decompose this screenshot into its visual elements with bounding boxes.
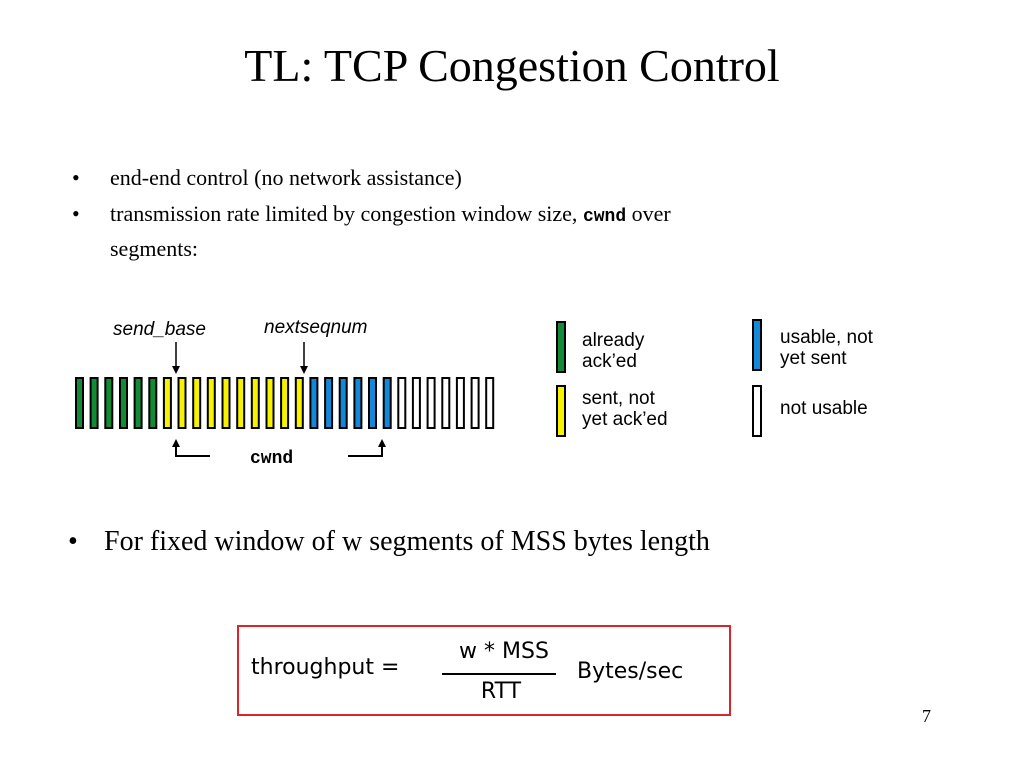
cwnd-code: cwnd	[582, 207, 627, 227]
send-base-label: send_base	[113, 319, 206, 340]
legend-item-not-usable: not usable	[752, 385, 868, 437]
segment-sent	[280, 377, 290, 429]
bullet-text: end-end control (no network assistance)	[110, 165, 462, 190]
bullet-list: • end-end control (no network assistance…	[68, 162, 888, 269]
segment-sent	[294, 377, 304, 429]
legend-label-line2: yet sent	[780, 348, 847, 369]
bullet-text-tail: over	[626, 201, 671, 226]
cwnd-right-arrow	[348, 439, 386, 457]
formula-unit: Bytes/sec	[577, 659, 684, 684]
sliding-window-diagram: send_base nextseqnum cwnd	[75, 317, 495, 469]
bullet-marker: •	[72, 165, 80, 190]
cwnd-label: cwnd	[250, 449, 293, 469]
segment-not-usable	[485, 377, 495, 429]
segment-sent	[192, 377, 202, 429]
segment-not-usable	[441, 377, 451, 429]
segment-acked	[148, 377, 158, 429]
segment-acked	[75, 377, 84, 429]
bullet-marker: •	[68, 526, 78, 557]
segment-acked	[89, 377, 99, 429]
bullet-transmission-rate: • transmission rate limited by congestio…	[68, 198, 888, 265]
slide-title: TL: TCP Congestion Control	[244, 40, 780, 91]
legend-swatch-acked	[556, 321, 566, 373]
segment-acked	[119, 377, 128, 429]
segment-sent	[206, 377, 216, 429]
legend-label-line1: sent, not	[582, 388, 656, 409]
formula-denominator: RTT	[480, 679, 522, 704]
legend-item-acked: already ack’ed	[556, 321, 645, 373]
legend-label-line1: not usable	[780, 398, 868, 419]
segment-usable	[324, 377, 334, 429]
legend-label-line1: already	[582, 330, 645, 351]
formula-numerator: w * MSS	[459, 639, 549, 664]
segment-sent	[250, 377, 260, 429]
legend-label-line2: ack’ed	[582, 351, 637, 372]
bullet-marker: •	[72, 201, 80, 226]
bullet-text-line2: segments:	[110, 236, 198, 261]
legend-item-usable: usable, not yet sent	[752, 319, 874, 371]
segment-sent	[162, 377, 172, 429]
segment-sent	[265, 377, 275, 429]
nextseqnum-label: nextseqnum	[264, 317, 368, 338]
segment-not-usable	[470, 377, 480, 429]
segment-usable	[309, 377, 319, 429]
bullet-text: transmission rate limited by congestion …	[110, 201, 583, 226]
segment-usable	[368, 377, 377, 429]
segment-sent	[236, 377, 246, 429]
bullet-text: For fixed window of w segments of MSS by…	[104, 526, 710, 557]
segment-acked	[133, 377, 143, 429]
legend: already ack’ed sent, not yet ack’ed usab…	[556, 319, 874, 437]
segment-sequence	[75, 377, 495, 429]
segment-sent	[221, 377, 231, 429]
page-number: 7	[922, 706, 931, 726]
legend-label-line2: yet ack’ed	[582, 409, 668, 430]
segment-not-usable	[397, 377, 407, 429]
formula-lhs: throughput =	[251, 655, 400, 680]
legend-item-sent: sent, not yet ack’ed	[556, 385, 668, 437]
legend-label-line1: usable, not	[780, 327, 874, 348]
fraction-bar	[442, 673, 556, 675]
legend-swatch-sent	[556, 385, 566, 437]
segment-sent	[177, 377, 187, 429]
segment-usable	[338, 377, 348, 429]
cwnd-left-arrow	[172, 439, 210, 457]
segment-not-usable	[426, 377, 436, 429]
segment-not-usable	[455, 377, 465, 429]
bullet-fixed-window: • For fixed window of w segments of MSS …	[64, 522, 710, 562]
segment-acked	[104, 377, 114, 429]
segment-usable	[353, 377, 363, 429]
bullet-end-end-control: • end-end control (no network assistance…	[68, 162, 888, 194]
legend-swatch-usable	[752, 319, 762, 371]
segment-usable	[382, 377, 392, 429]
throughput-formula-box: throughput = w * MSS RTT Bytes/sec	[237, 625, 731, 716]
segment-not-usable	[411, 377, 421, 429]
legend-swatch-not-usable	[752, 385, 762, 437]
